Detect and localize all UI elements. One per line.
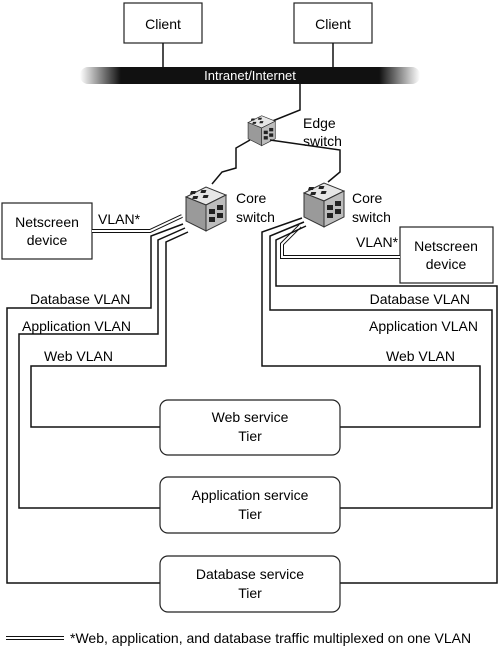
intranet-internet-bar: Intranet/Internet	[80, 67, 420, 84]
client-right: Client	[293, 2, 373, 44]
application-tier-label-1: Application service	[192, 487, 309, 503]
left-application-vlan-label: Application VLAN	[22, 318, 131, 334]
application-service-tier: Application service Tier	[159, 476, 341, 534]
database-service-tier: Database service Tier	[159, 555, 341, 613]
footnote-text: *Web, application, and database traffic …	[70, 630, 471, 646]
edge-switch-label-2: switch	[303, 133, 342, 149]
netscreen-left-label-2: device	[27, 232, 68, 248]
edge-switch-icon	[247, 115, 276, 147]
bar-to-edge-link	[269, 84, 301, 123]
core-switch-left: Core switch	[185, 186, 275, 232]
core-switch-right-icon	[303, 182, 345, 228]
core-switch-left-label-2: switch	[236, 209, 275, 225]
netscreen-right-label-1: Netscreen	[414, 238, 478, 254]
right-database-vlan-line	[275, 225, 498, 584]
web-tier-label-2: Tier	[238, 428, 262, 444]
netscreen-left: Netscreen device	[1, 202, 93, 260]
core-switch-left-label-1: Core	[236, 190, 267, 206]
netscreen-right-label-2: device	[426, 256, 467, 272]
web-tier-label-1: Web service	[212, 409, 289, 425]
left-web-vlan-label: Web VLAN	[44, 348, 113, 364]
edge-to-core-right-link	[269, 139, 341, 183]
core-switch-right: Core switch	[303, 182, 391, 228]
netscreen-right: Netscreen device	[399, 226, 494, 284]
vlan-right-link	[280, 224, 400, 259]
left-application-vlan-line	[18, 227, 186, 509]
left-database-vlan-label: Database VLAN	[30, 291, 130, 307]
core-switch-right-label-1: Core	[352, 190, 383, 206]
right-application-vlan-label: Application VLAN	[369, 318, 478, 334]
left-vlan-lines	[6, 223, 189, 584]
left-web-vlan-line	[30, 231, 189, 428]
client-left-label: Client	[145, 16, 181, 32]
right-web-vlan-line	[261, 217, 481, 428]
vlan-right-label: VLAN*	[356, 234, 399, 250]
core-switch-right-label-2: switch	[352, 209, 391, 225]
edge-switch: Edge switch	[247, 115, 342, 149]
right-web-vlan-label: Web VLAN	[386, 348, 455, 364]
edge-switch-label-1: Edge	[303, 115, 336, 131]
vlan-left-label: VLAN*	[98, 211, 141, 227]
application-tier-label-2: Tier	[238, 506, 262, 522]
database-tier-label-2: Tier	[238, 585, 262, 601]
right-application-vlan-line	[269, 221, 493, 509]
vlan-left-link	[92, 214, 183, 233]
web-service-tier: Web service Tier	[159, 399, 341, 456]
right-database-vlan-label: Database VLAN	[370, 291, 470, 307]
right-vlan-lines	[261, 217, 498, 584]
database-tier-label-1: Database service	[196, 566, 304, 582]
client-left: Client	[123, 2, 203, 44]
footnote-legend: *Web, application, and database traffic …	[6, 630, 471, 646]
network-bar-label: Intranet/Internet	[204, 68, 296, 83]
netscreen-left-label-1: Netscreen	[15, 214, 79, 230]
edge-to-core-left-link	[211, 139, 251, 185]
core-switch-left-icon	[185, 186, 227, 232]
left-database-vlan-line	[6, 223, 184, 584]
client-right-label: Client	[315, 16, 351, 32]
